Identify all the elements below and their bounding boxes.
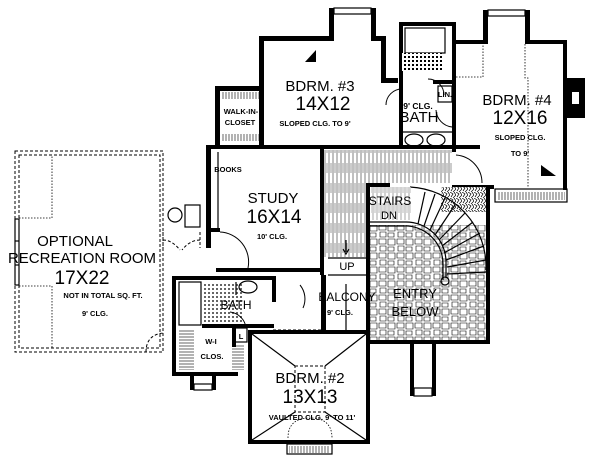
recreation-room-label: OPTIONAL [37,233,113,250]
recreation-room [14,150,201,353]
lower-bath-name: BATH [220,298,251,312]
recreation-room-label-2: RECREATION ROOM [8,250,156,267]
balcony-name: BALCONY [318,290,375,304]
bedroom4-size: 12X16 [493,108,548,129]
exterior-walls [172,7,585,455]
spiral-staircase [370,186,487,286]
study-books-label: BOOKS [214,165,242,174]
recreation-room-note: NOT IN TOTAL SQ. FT. [63,291,142,300]
balcony-ceiling: 9' CLG. [327,308,353,317]
stairs-up-label: UP [339,261,354,273]
walkin-closet-label: WALK-IN- [224,107,259,116]
upper-bath-ceiling: 9' CLG. [403,101,432,111]
bedroom2-ceiling: VAULTED CLG. 9' TO 11' [269,413,356,422]
upper-bath-linen: LIN. [438,90,452,99]
bedroom4-name: BDRM. #4 [482,92,551,109]
bedroom2-name: BDRM. #2 [275,370,344,387]
upper-bath-name: BATH [400,109,439,126]
study-name: STUDY [248,190,299,207]
recreation-room-size: 17X22 [55,268,110,289]
stairs-label: STAIRS [369,194,411,208]
study-size: 16X14 [247,207,302,228]
entry-label-2: BELOW [392,304,440,319]
wi-closet-label: W-I [205,337,217,346]
entry-label: ENTRY [393,286,437,301]
study-ceiling: 10' CLG. [257,232,287,241]
bedroom3-ceiling: SLOPED CLG. TO 9' [279,119,350,128]
bedroom4-ceiling-2: TO 9' [511,149,530,158]
wi-closet-label-2: CLOS. [201,352,224,361]
bedroom2-size: 13X13 [283,387,338,408]
stairs-direction: DN [381,210,397,222]
recreation-room-ceiling: 9' CLG. [82,309,108,318]
walkin-closet-label-2: CLOSET [225,118,256,127]
bedroom4-ceiling: SLOPED CLG. [495,133,546,142]
bedroom3-size: 14X12 [296,94,351,115]
bedroom3-name: BDRM. #3 [285,78,354,95]
lower-bath-linen: L [239,332,244,341]
